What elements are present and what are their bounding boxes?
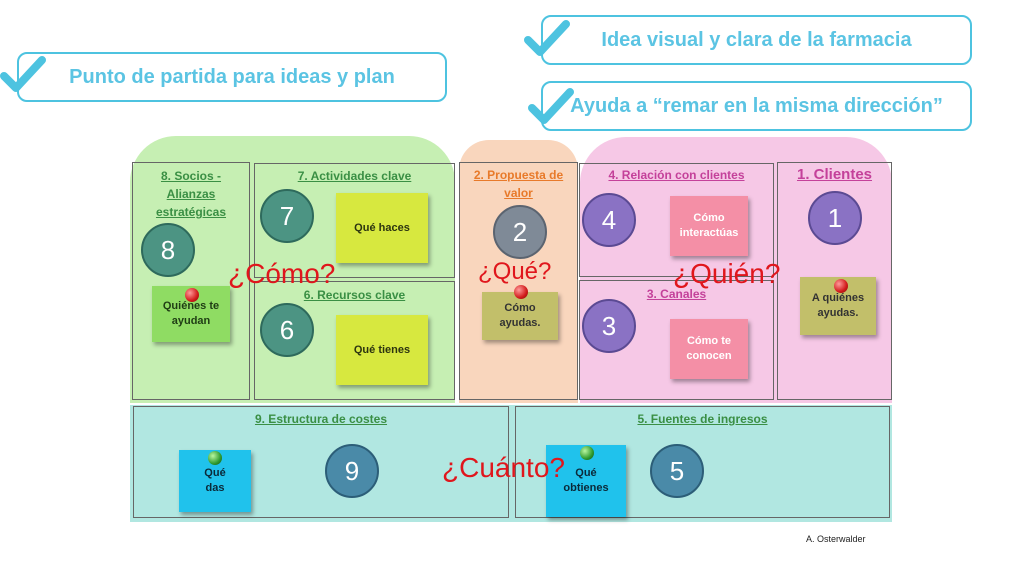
cell-costes	[133, 406, 509, 518]
socios-title: 8. Socios - Alianzas estratégicas	[155, 169, 227, 219]
note-actividades: Qué haces	[336, 193, 428, 263]
push-pin-icon	[580, 446, 594, 460]
ingresos-title: 5. Fuentes de ingresos	[637, 412, 768, 426]
cell-relacion	[579, 163, 774, 277]
clientes-title: 1. Clientes	[796, 166, 873, 183]
cell-ingresos	[515, 406, 890, 518]
number-circle-2: 2	[493, 205, 547, 259]
checkmark-icon	[528, 88, 574, 124]
number-circle-6: 6	[260, 303, 314, 357]
cell-propuesta	[459, 162, 578, 400]
peach-block	[459, 140, 578, 403]
checkmark-icon	[524, 20, 570, 56]
cyan-block	[130, 405, 892, 522]
banner-punto-partida: Punto de partida para ideas y plan	[17, 52, 447, 102]
recursos-title: 6. Recursos clave	[303, 288, 406, 302]
canales-title: 3. Canales	[646, 287, 707, 301]
costes-title: 9. Estructura de costes	[254, 412, 388, 426]
credit-text: A. Osterwalder	[806, 534, 866, 544]
push-pin-icon	[514, 285, 528, 299]
propuesta-title: 2. Propuesta de valor	[473, 168, 564, 200]
banner-remar-text: Ayuda a “remar en la misma dirección”	[570, 94, 943, 117]
note-clientes: A quiénes ayudas.	[800, 277, 876, 335]
note-recursos: Qué tienes	[336, 315, 428, 385]
banner-idea-visual: Idea visual y clara de la farmacia	[541, 15, 972, 65]
relacion-title: 4. Relación con clientes	[608, 168, 745, 182]
number-circle-7: 7	[260, 189, 314, 243]
question-que: ¿Qué?	[478, 258, 552, 285]
banner-remar: Ayuda a “remar en la misma dirección”	[541, 81, 972, 131]
cell-actividades	[254, 163, 455, 278]
note-propuesta: Cómo ayudas.	[482, 292, 558, 340]
number-circle-1: 1	[808, 191, 862, 245]
banner-idea-visual-text: Idea visual y clara de la farmacia	[601, 28, 912, 51]
cell-clientes	[777, 162, 892, 400]
number-circle-9: 9	[325, 444, 379, 498]
note-canales: Cómo te conocen	[670, 319, 748, 379]
banner-punto-partida-text: Punto de partida para ideas y plan	[69, 65, 395, 88]
cell-socios	[132, 162, 250, 400]
number-circle-8: 8	[141, 223, 195, 277]
question-como: ¿Cómo?	[228, 258, 336, 289]
push-pin-icon	[834, 279, 848, 293]
number-circle-3: 3	[582, 299, 636, 353]
number-circle-4: 4	[582, 193, 636, 247]
checkmark-icon	[0, 56, 46, 92]
cell-canales	[579, 280, 774, 400]
push-pin-icon	[185, 288, 199, 302]
actividades-title: 7. Actividades clave	[297, 169, 412, 183]
note-relacion: Cómo interactúas	[670, 196, 748, 256]
question-cuanto: ¿Cuánto?	[442, 452, 565, 483]
push-pin-icon	[208, 451, 222, 465]
cell-recursos	[254, 281, 455, 400]
question-quien: ¿Quién?	[673, 258, 781, 289]
number-circle-5: 5	[650, 444, 704, 498]
